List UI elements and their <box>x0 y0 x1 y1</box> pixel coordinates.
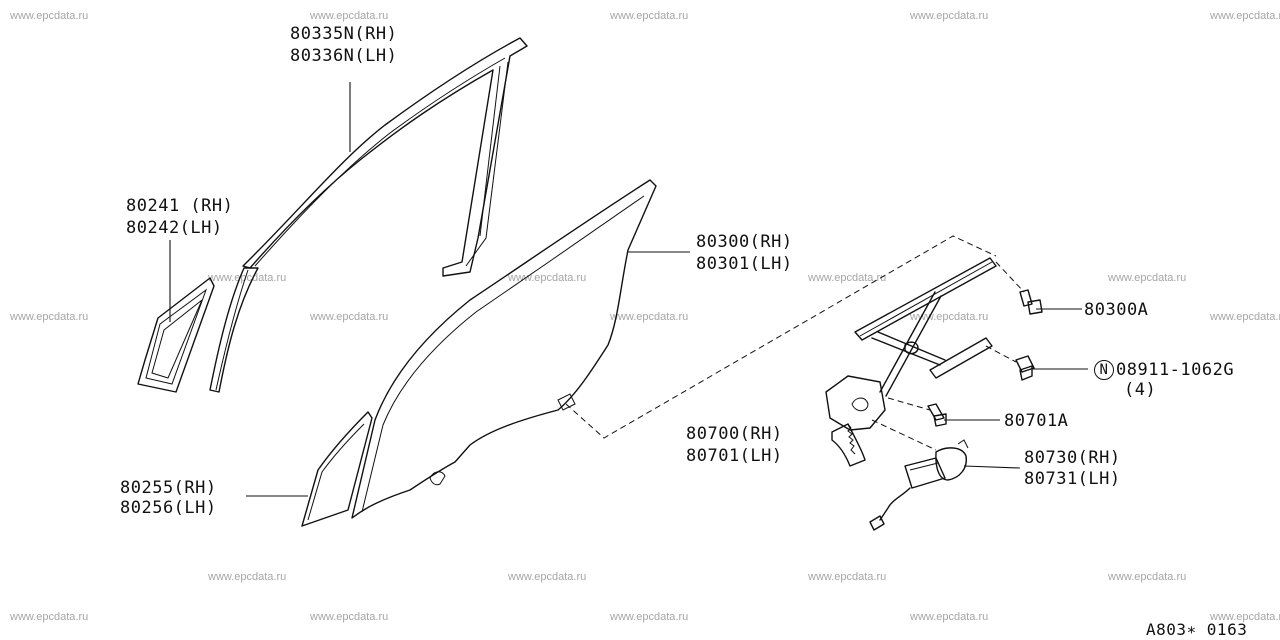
watermark-text: www.epcdata.ru <box>10 611 89 623</box>
label-motor-rh: 80730(RH) <box>1024 448 1121 468</box>
watermark-text: www.epcdata.ru <box>1210 311 1280 323</box>
watermark-text: www.epcdata.ru <box>208 571 287 583</box>
watermark-text: www.epcdata.ru <box>808 571 887 583</box>
watermark-text: www.epcdata.ru <box>910 611 989 623</box>
label-bolt2: 80701A <box>1004 411 1069 431</box>
label-partition-rh: 80255(RH) <box>120 478 217 498</box>
label-motor-lh: 80731(LH) <box>1024 469 1121 489</box>
watermark-text: www.epcdata.ru <box>310 611 389 623</box>
watermark-text: www.epcdata.ru <box>910 10 989 22</box>
assembly-dashes <box>565 235 1025 451</box>
label-sash-lh: 80336N(LH) <box>290 46 398 66</box>
watermark-text: www.epcdata.ru <box>610 311 689 323</box>
watermark-text: www.epcdata.ru <box>610 611 689 623</box>
diagram-code: A803∗ 0163 <box>1146 620 1248 639</box>
label-partition-lh: 80256(LH) <box>120 498 217 518</box>
label-nut-part: 08911-1062G <box>1116 360 1235 380</box>
label-nut-qty: (4) <box>1124 380 1157 400</box>
watermark-text: www.epcdata.ru <box>1108 571 1187 583</box>
door-sash <box>209 37 528 393</box>
window-regulator <box>825 257 997 467</box>
label-corner-lh: 80242(LH) <box>126 218 223 238</box>
watermark-text: www.epcdata.ru <box>1108 272 1187 284</box>
corner-glass <box>137 277 215 393</box>
watermark-text: www.epcdata.ru <box>208 272 287 284</box>
label-glass-rh: 80300(RH) <box>696 232 793 252</box>
watermark-text: www.epcdata.ru <box>910 311 989 323</box>
watermark-text: www.epcdata.ru <box>310 311 389 323</box>
n-symbol-icon: N <box>1094 360 1114 380</box>
watermark-text: www.epcdata.ru <box>1210 10 1280 22</box>
watermark-text: www.epcdata.ru <box>610 10 689 22</box>
door-glass <box>351 179 657 519</box>
fasteners <box>927 289 1043 427</box>
leader-lines <box>169 82 1088 497</box>
watermark-text: www.epcdata.ru <box>1210 611 1280 623</box>
label-sash-rh: 80335N(RH) <box>290 24 398 44</box>
label-regulator-rh: 80700(RH) <box>686 424 783 444</box>
watermark-text: www.epcdata.ru <box>10 10 89 22</box>
watermark-text: www.epcdata.ru <box>310 10 389 22</box>
partition-glass <box>301 411 373 527</box>
watermark-text: www.epcdata.ru <box>508 571 587 583</box>
regulator-motor <box>869 439 969 531</box>
watermark-text: www.epcdata.ru <box>808 272 887 284</box>
label-glass-lh: 80301(LH) <box>696 254 793 274</box>
label-bolt: 80300A <box>1084 300 1149 320</box>
watermark-text: www.epcdata.ru <box>508 272 587 284</box>
watermark-text: www.epcdata.ru <box>10 311 89 323</box>
label-corner-rh: 80241 (RH) <box>126 196 234 216</box>
label-regulator-lh: 80701(LH) <box>686 446 783 466</box>
